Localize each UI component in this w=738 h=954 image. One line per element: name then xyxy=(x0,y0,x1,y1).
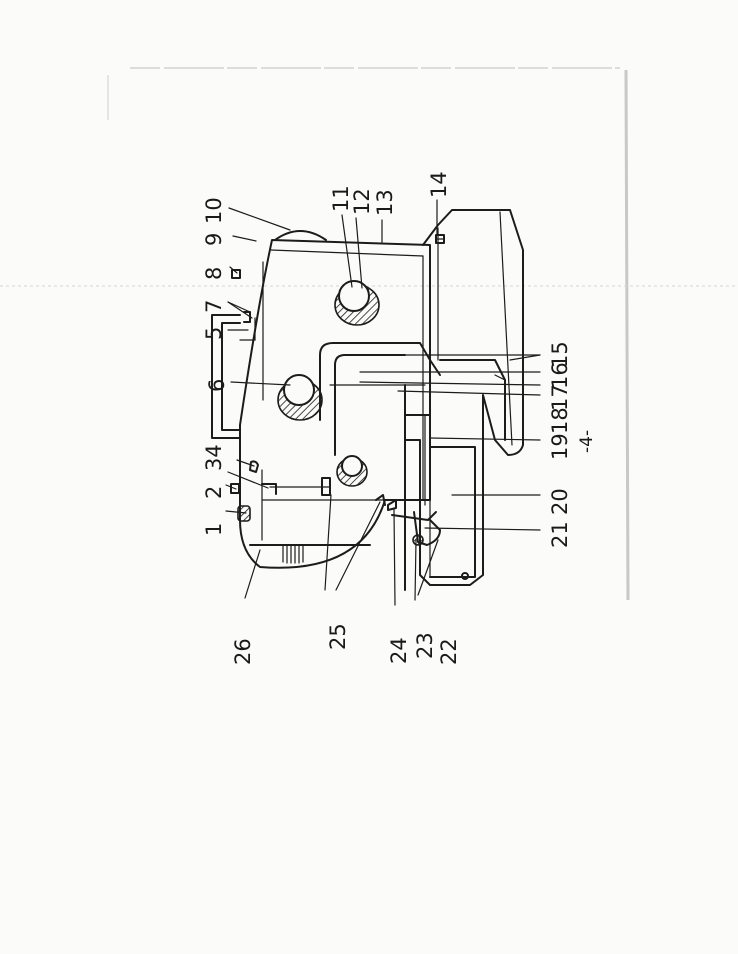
callout-21: 21 xyxy=(548,521,572,548)
callout-11: 11 xyxy=(329,185,353,212)
scan-artifacts xyxy=(0,67,738,601)
callout-14: 14 xyxy=(427,171,451,198)
page-number: -4- xyxy=(577,430,597,453)
small-knob xyxy=(336,455,368,487)
machine-head-outline xyxy=(239,239,431,569)
callout-5: 5 xyxy=(202,327,226,340)
stitch-length-dial xyxy=(334,280,380,326)
callout-labels: 1 2 34 5 6 7 8 9 10 11 12 13 14 15 16 17… xyxy=(202,171,572,665)
callout-25: 25 xyxy=(326,623,350,650)
callout-34: 34 xyxy=(202,444,226,471)
callout-23: 23 xyxy=(413,632,437,659)
callout-2: 2 xyxy=(202,486,226,499)
callout-24: 24 xyxy=(387,637,411,664)
callout-9: 9 xyxy=(202,233,226,246)
callout-26: 26 xyxy=(231,638,255,665)
callout-13: 13 xyxy=(373,189,397,216)
machine-base-outline xyxy=(404,209,524,586)
callout-16: 16 xyxy=(548,362,572,389)
callout-18: 18 xyxy=(548,407,572,434)
sewing-machine xyxy=(211,199,541,606)
callout-10: 10 xyxy=(202,197,226,224)
callout-7: 7 xyxy=(202,300,226,313)
callout-20: 20 xyxy=(548,488,572,515)
callout-1: 1 xyxy=(202,523,226,536)
callout-17: 17 xyxy=(548,384,572,411)
callout-8: 8 xyxy=(202,267,226,280)
callout-15: 15 xyxy=(548,341,572,368)
upper-tension-dial xyxy=(277,374,323,421)
callout-12: 12 xyxy=(350,188,374,215)
callout-19: 19 xyxy=(548,433,572,460)
callout-6: 6 xyxy=(205,379,229,392)
callout-22: 22 xyxy=(437,638,461,665)
